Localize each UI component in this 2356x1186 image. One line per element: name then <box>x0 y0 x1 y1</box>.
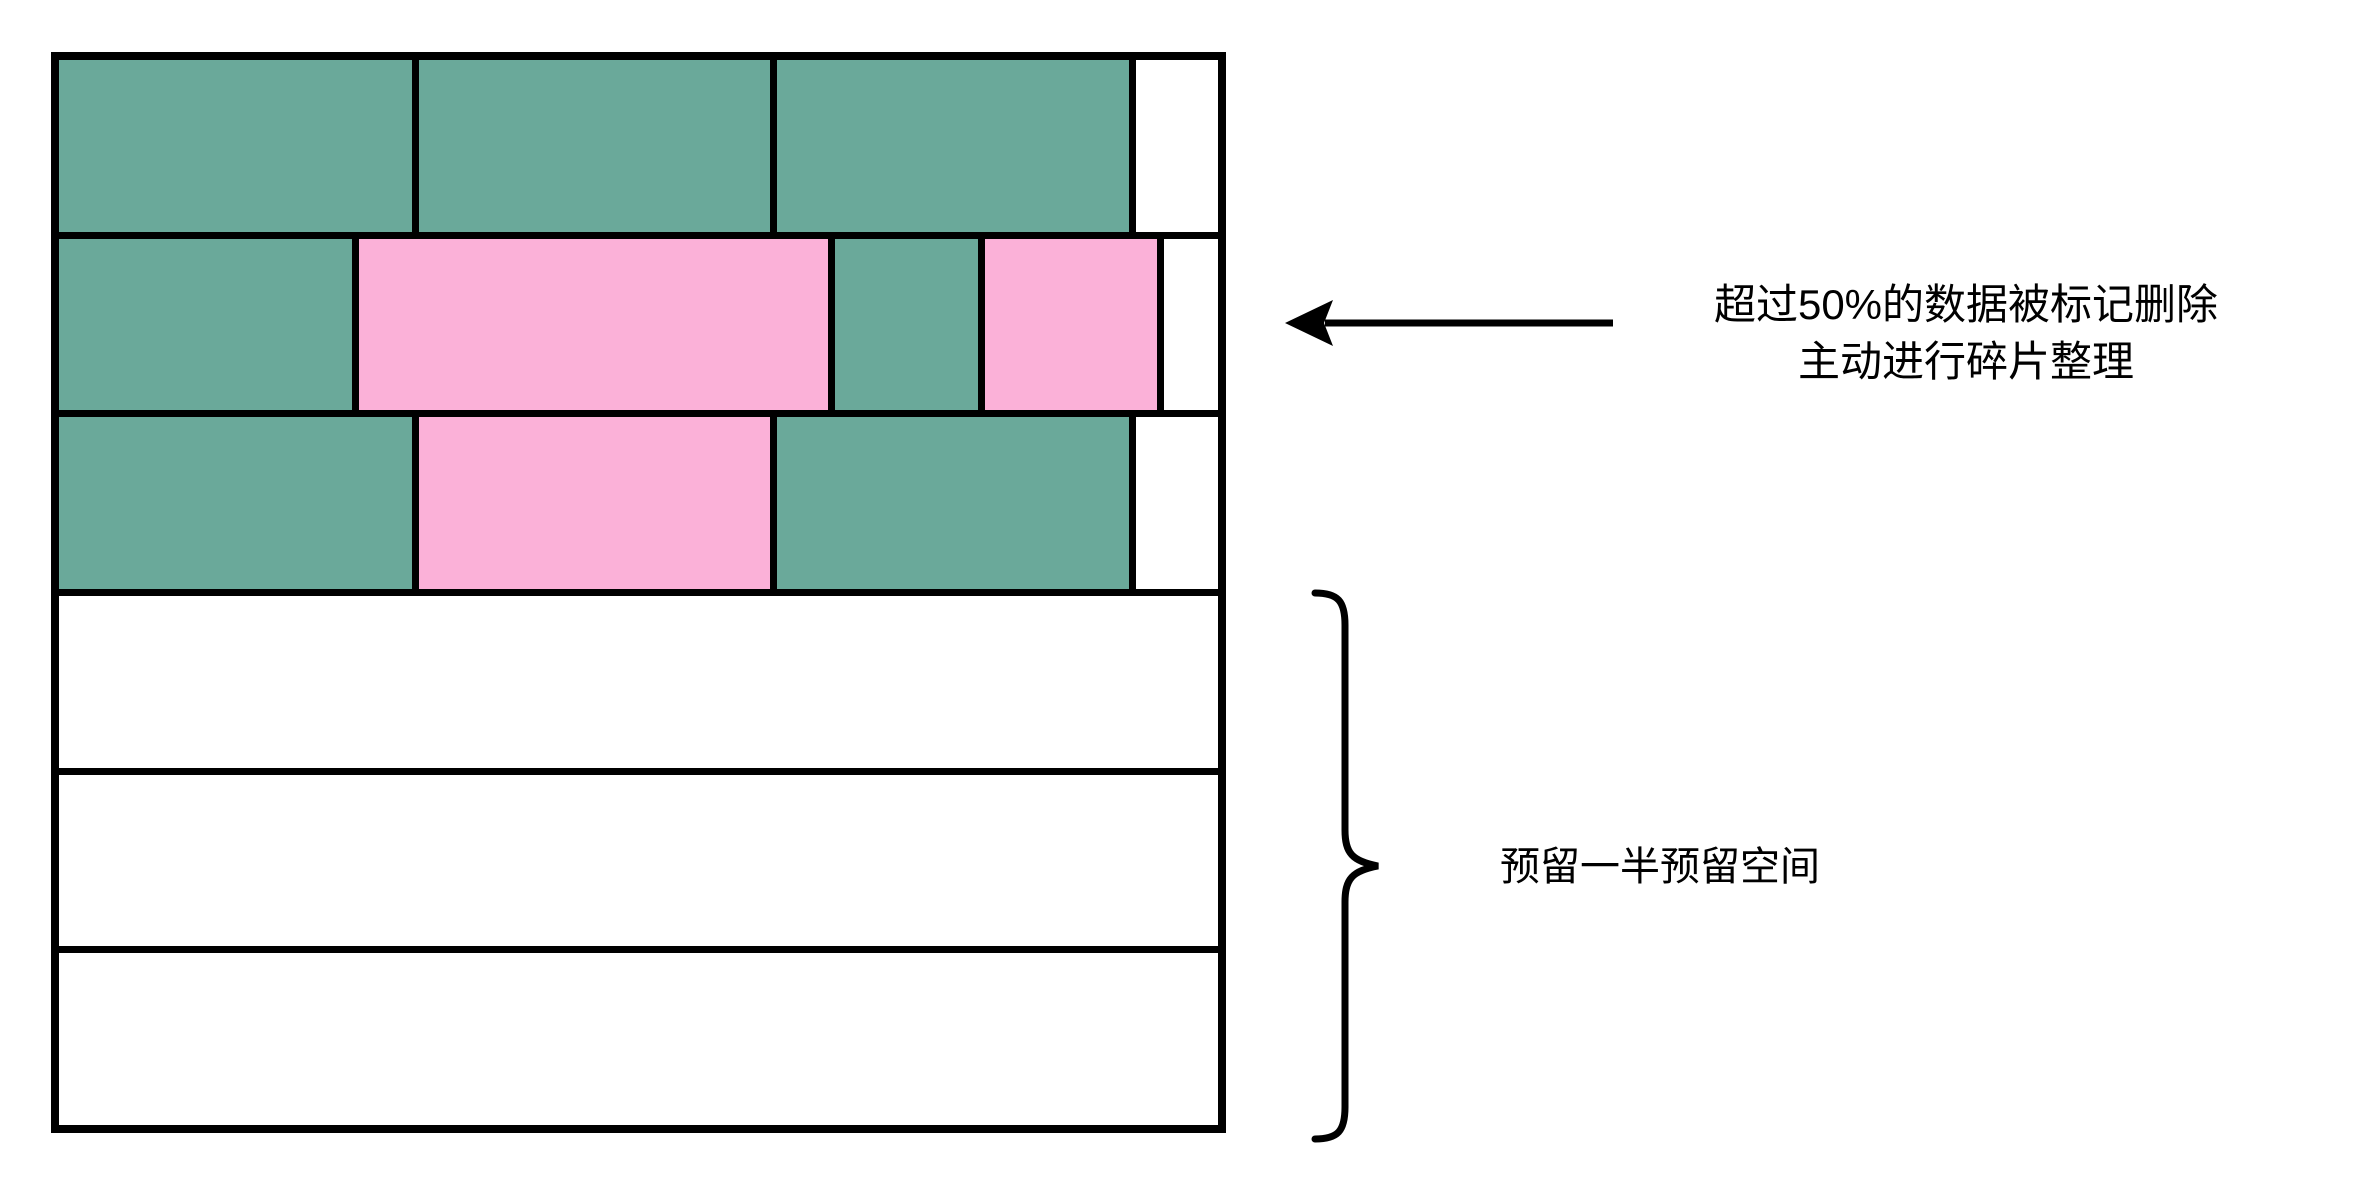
grid-row <box>59 238 1218 411</box>
grid-row <box>59 774 1218 947</box>
free-block <box>1163 238 1218 411</box>
valid-block <box>59 417 412 590</box>
valid-block <box>834 238 978 411</box>
free-block <box>59 953 1218 1126</box>
free-block <box>1135 60 1218 232</box>
free-block <box>59 774 1218 947</box>
valid-block <box>776 60 1129 232</box>
arrow-annotation-line1: 超过50%的数据被标记删除 <box>1713 281 2219 328</box>
storage-block-grid <box>51 52 1226 1133</box>
valid-block <box>776 417 1129 590</box>
curly-brace-icon <box>1311 589 1379 1143</box>
valid-block <box>59 238 353 411</box>
valid-block <box>418 60 770 232</box>
valid-block <box>59 60 412 232</box>
grid-row <box>59 417 1218 590</box>
deleted-block <box>359 238 828 411</box>
grid-row <box>59 953 1218 1126</box>
deleted-block <box>418 417 770 590</box>
grid-row <box>59 596 1218 768</box>
free-block <box>59 596 1218 768</box>
arrow-annotation: 超过50%的数据被标记删除 主动进行碎片整理 <box>1646 276 2286 390</box>
free-block <box>1135 417 1218 590</box>
arrow-left-icon <box>1285 300 1613 346</box>
arrow-annotation-line2: 主动进行碎片整理 <box>1797 338 2134 385</box>
deleted-block <box>985 238 1157 411</box>
grid-row <box>59 60 1218 232</box>
brace-annotation: 预留一半预留空间 <box>1500 845 1820 889</box>
